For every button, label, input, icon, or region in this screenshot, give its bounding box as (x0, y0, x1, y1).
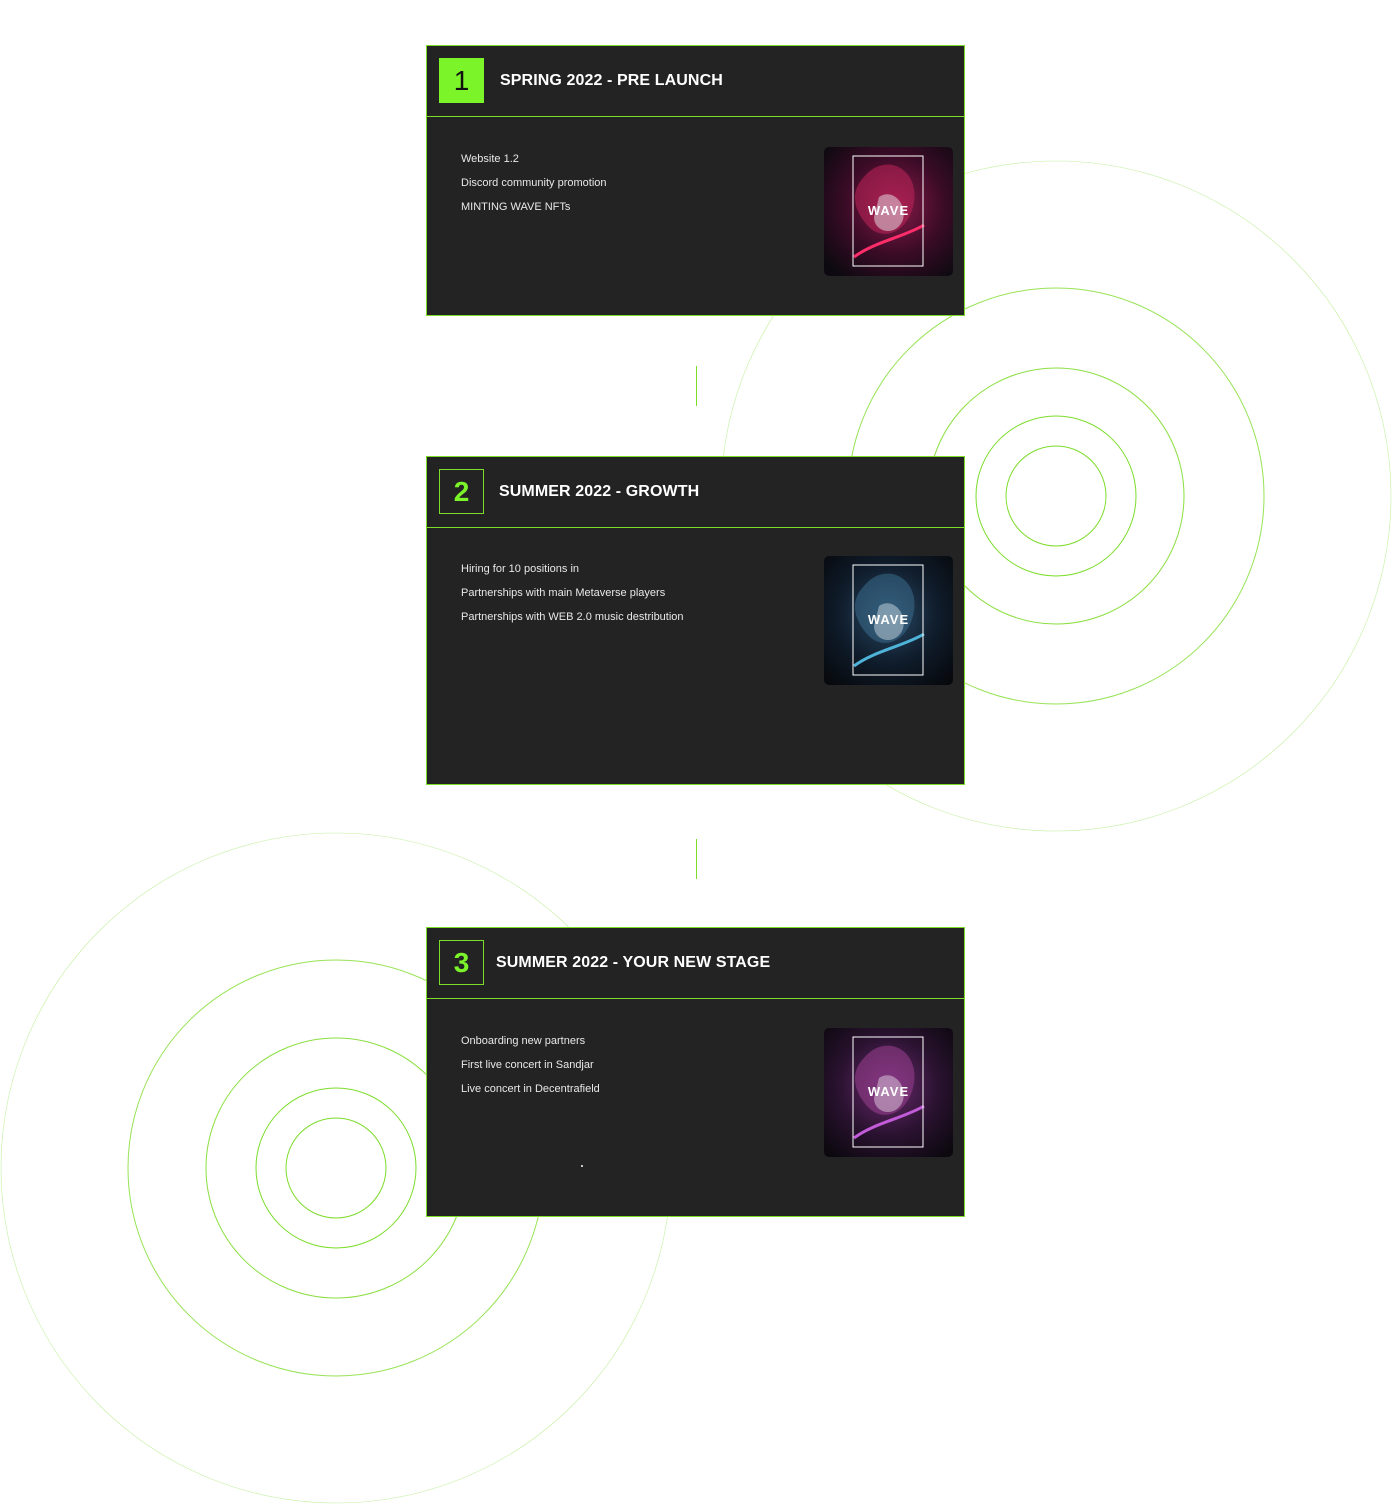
roadmap-stage-1: 1 SPRING 2022 - PRE LAUNCH Website 1.2 D… (426, 45, 965, 316)
timeline-connector (696, 839, 697, 879)
stage-number-badge: 1 (439, 58, 484, 103)
list-item: Website 1.2 (461, 153, 519, 165)
art-label: WAVE (868, 612, 909, 627)
stage-title: SPRING 2022 - PRE LAUNCH (500, 72, 723, 89)
stage-items: Onboarding new partners First live conce… (461, 1034, 600, 1106)
list-item: Live concert in Decentrafield (461, 1083, 600, 1095)
stage-title: SUMMER 2022 - GROWTH (499, 483, 700, 500)
roadmap-stage-2: 2 SUMMER 2022 - GROWTH Hiring for 10 pos… (426, 456, 965, 785)
list-item: Discord community promotion (461, 177, 607, 189)
list-item: Onboarding new partners (461, 1035, 586, 1047)
timeline-connector (696, 366, 697, 406)
art-label: WAVE (868, 203, 909, 218)
stage-title: SUMMER 2022 - YOUR NEW STAGE (496, 954, 771, 971)
art-label: WAVE (868, 1084, 909, 1099)
list-item: First live concert in Sandjar (461, 1059, 594, 1071)
stage-header: 3 SUMMER 2022 - YOUR NEW STAGE (427, 928, 964, 999)
stage-number-badge: 3 (439, 940, 484, 985)
wave-nft-artwork: WAVE (824, 147, 953, 276)
decorative-dot (581, 1165, 583, 1167)
stage-number-badge: 2 (439, 469, 484, 514)
list-item: Partnerships with main Metaverse players (461, 587, 666, 599)
list-item: MINTING WAVE NFTs (461, 201, 571, 213)
list-item: Partnerships with WEB 2.0 music destribu… (461, 611, 684, 623)
roadmap-stage-3: 3 SUMMER 2022 - YOUR NEW STAGE Onboardin… (426, 927, 965, 1217)
wave-nft-artwork: WAVE (824, 556, 953, 685)
stage-header: 1 SPRING 2022 - PRE LAUNCH (427, 46, 964, 117)
list-item: Hiring for 10 positions in (461, 563, 580, 575)
stage-items: Hiring for 10 positions in Partnerships … (461, 562, 684, 634)
wave-nft-artwork: WAVE (824, 1028, 953, 1157)
stage-items: Website 1.2 Discord community promotion … (461, 152, 607, 224)
stage-header: 2 SUMMER 2022 - GROWTH (427, 457, 964, 528)
